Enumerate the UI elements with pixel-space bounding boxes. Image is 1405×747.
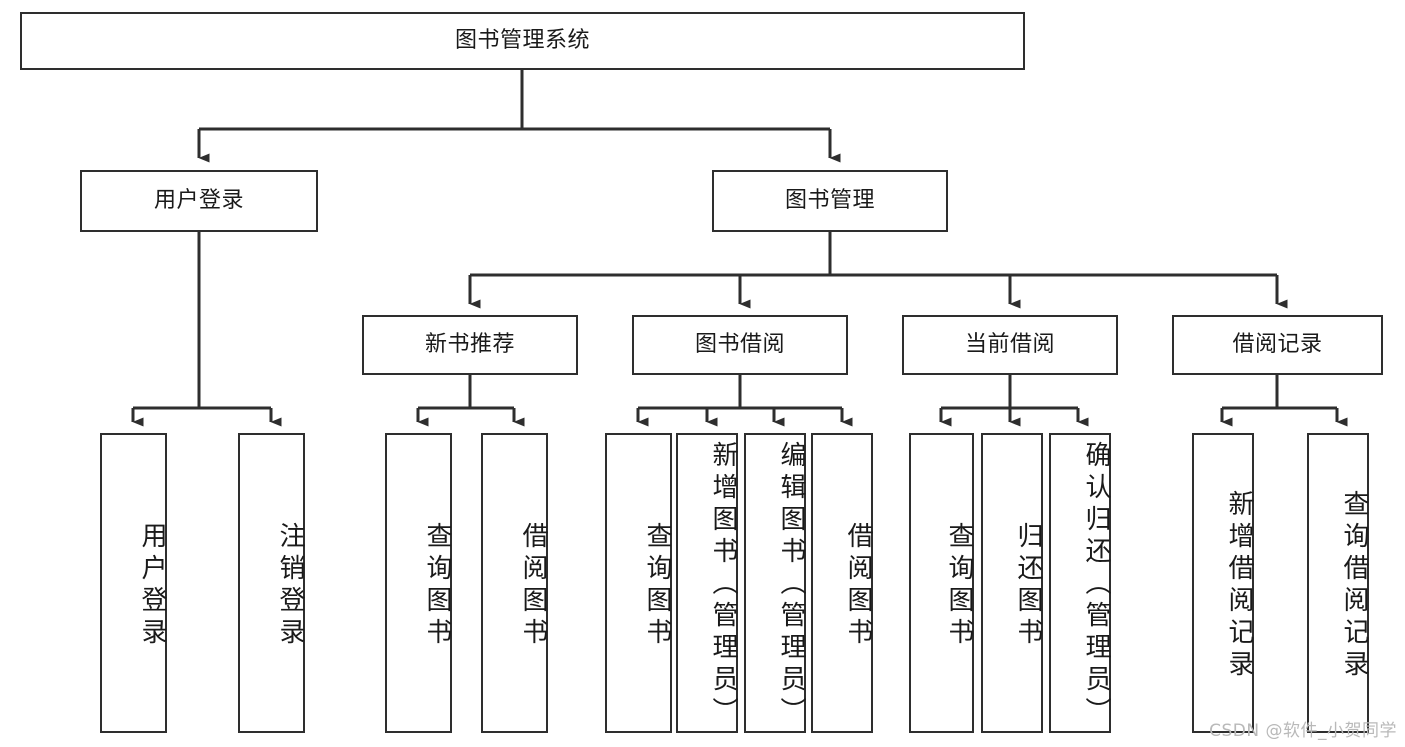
leaf-record-add-record[interactable]: 新增借阅记录 xyxy=(1192,433,1254,733)
node-label: 用户登录 xyxy=(137,522,167,650)
leaf-borrow-borrow-book[interactable]: 借阅图书 xyxy=(811,433,873,733)
node-label: 新书推荐 xyxy=(424,332,515,358)
node-label: 确认归还（管理员） xyxy=(1081,441,1111,729)
leaf-current-return-book[interactable]: 归还图书 xyxy=(981,433,1043,733)
node-label: 归还图书 xyxy=(1013,522,1043,650)
node-label: 查询借阅记录 xyxy=(1339,490,1369,682)
node-label: 新增图书（管理员） xyxy=(708,441,738,729)
edge-new-book-recommend-to-leaves xyxy=(416,375,525,427)
node-label: 借阅图书 xyxy=(843,522,873,650)
node-user-login[interactable]: 用户登录 xyxy=(80,170,318,232)
node-label: 借阅记录 xyxy=(1232,332,1323,358)
node-label: 用户登录 xyxy=(153,188,244,214)
leaf-user-login-logout[interactable]: 注销登录 xyxy=(238,433,305,733)
node-book-management[interactable]: 图书管理 xyxy=(712,170,948,232)
node-label: 新增借阅记录 xyxy=(1224,490,1254,682)
node-borrow-record[interactable]: 借阅记录 xyxy=(1172,315,1383,375)
leaf-borrow-edit-book-admin[interactable]: 编辑图书（管理员） xyxy=(744,433,806,733)
watermark-text: CSDN @软件_小贺同学 xyxy=(1209,721,1397,741)
node-label: 图书借阅 xyxy=(694,332,785,358)
leaf-borrow-query-book[interactable]: 查询图书 xyxy=(605,433,672,733)
node-label: 注销登录 xyxy=(275,522,305,650)
node-label: 查询图书 xyxy=(944,522,974,650)
edge-root-to-level2 xyxy=(197,70,841,163)
node-book-borrow[interactable]: 图书借阅 xyxy=(632,315,848,375)
leaf-record-query-record[interactable]: 查询借阅记录 xyxy=(1307,433,1369,733)
edge-book-borrow-to-leaves xyxy=(636,375,853,427)
node-label: 查询图书 xyxy=(422,522,452,650)
leaf-user-login-login[interactable]: 用户登录 xyxy=(100,433,167,733)
node-label: 编辑图书（管理员） xyxy=(776,441,806,729)
leaf-recommend-borrow-book[interactable]: 借阅图书 xyxy=(481,433,548,733)
leaf-borrow-add-book-admin[interactable]: 新增图书（管理员） xyxy=(676,433,738,733)
node-root-system[interactable]: 图书管理系统 xyxy=(20,12,1025,70)
leaf-current-query-book[interactable]: 查询图书 xyxy=(909,433,974,733)
edge-borrow-record-to-leaves xyxy=(1220,375,1348,427)
leaf-current-confirm-return-admin[interactable]: 确认归还（管理员） xyxy=(1049,433,1111,733)
node-label: 当前借阅 xyxy=(964,332,1055,358)
node-current-borrow[interactable]: 当前借阅 xyxy=(902,315,1118,375)
node-label: 查询图书 xyxy=(642,522,672,650)
leaf-recommend-query-book[interactable]: 查询图书 xyxy=(385,433,452,733)
edge-current-borrow-to-leaves xyxy=(939,375,1089,427)
node-label: 借阅图书 xyxy=(518,522,548,650)
node-new-book-recommend[interactable]: 新书推荐 xyxy=(362,315,578,375)
edge-user-login-to-leaves xyxy=(131,232,282,427)
edge-book-management-to-level3 xyxy=(468,232,1288,309)
node-label: 图书管理 xyxy=(784,188,875,214)
node-label: 图书管理系统 xyxy=(454,28,590,54)
